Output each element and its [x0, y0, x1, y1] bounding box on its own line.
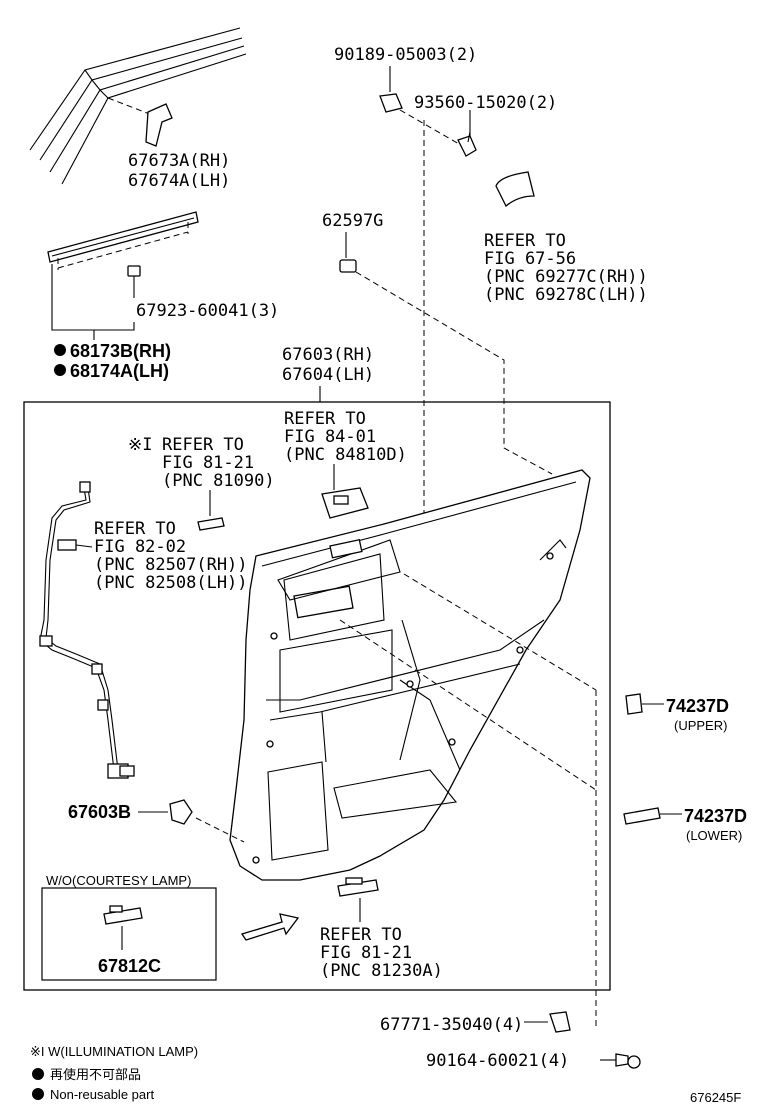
label-refer-82-2: FIG 82-02	[94, 537, 186, 557]
label-refer-67-1: REFER TO	[484, 231, 566, 251]
cover-67812c	[103, 905, 143, 925]
label-weather-rh: 68173B(RH)	[70, 341, 171, 361]
courtesy-lamp	[337, 877, 379, 897]
label-clip-67603b: 67603B	[68, 802, 131, 822]
legend-dot-icon	[32, 1088, 44, 1100]
label-clip-62597: 62597G	[322, 211, 383, 231]
label-cover-67812c: 67812C	[98, 956, 161, 976]
label-refer-84-1: REFER TO	[284, 409, 366, 429]
clip-74237d-upper	[625, 693, 643, 715]
label-handle-lh: 67674A(LH)	[128, 171, 230, 191]
label-clip-74237d-upper: 74237D	[666, 696, 729, 716]
screw-90164	[615, 1053, 641, 1069]
door-frame-corner	[29, 27, 247, 185]
figure-id: 676245F	[690, 1090, 741, 1105]
label-clip-67771: 67771-35040(4)	[380, 1015, 523, 1035]
label-refer-8121b-3: (PNC 81230A)	[320, 961, 443, 981]
label-clip-74237d-lower: 74237D	[684, 806, 747, 826]
label-refer-8121b-2: FIG 81-21	[320, 943, 412, 963]
label-screw-90164: 90164-60021(4)	[426, 1051, 569, 1071]
label-refer-82-1: REFER TO	[94, 519, 176, 539]
wo-courtesy-box	[41, 887, 217, 981]
label-refer-8121a-2: FIG 81-21	[162, 453, 254, 473]
label-refer-82-4: (PNC 82508(LH))	[94, 573, 248, 593]
clip-62597	[339, 259, 357, 273]
legend-dot-jp: 再使用不可部品	[50, 1067, 141, 1082]
label-lower-caption: (LOWER)	[686, 828, 742, 843]
label-panel-rh: 67603(RH)	[282, 345, 374, 365]
screw-93560	[457, 131, 477, 157]
label-refer-67-3: (PNC 69277C(RH))	[484, 267, 648, 287]
label-refer-8121b-1: REFER TO	[320, 925, 402, 945]
label-refer-84-3: (PNC 84810D)	[284, 445, 407, 465]
label-refer-84-2: FIG 84-01	[284, 427, 376, 447]
legend-illumination: ※I W(ILLUMINATION LAMP)	[30, 1044, 198, 1059]
label-screw-93560: 93560-15020(2)	[414, 93, 557, 113]
legend-dot-en: Non-reusable part	[50, 1087, 154, 1102]
non-reusable-dot	[54, 344, 66, 356]
front-arrow-icon	[240, 913, 300, 941]
handle-67673a	[145, 103, 173, 147]
label-panel-lh: 67604(LH)	[282, 365, 374, 385]
belt-weatherstrip	[47, 211, 199, 270]
panel-assembly-frame	[23, 401, 611, 991]
label-wo-courtesy: W/O(COURTESY LAMP)	[46, 873, 191, 888]
door-trim-panel	[229, 469, 591, 881]
armrest-cover	[495, 171, 535, 208]
legend-dot-icon	[32, 1068, 44, 1080]
label-refer-8121a-mark: ※I	[128, 435, 152, 455]
clip-74237d-lower	[623, 807, 661, 825]
label-clip-90189: 90189-05003(2)	[334, 45, 477, 65]
label-refer-8121a-3: (PNC 81090)	[162, 471, 275, 491]
label-refer-82-3: (PNC 82507(RH))	[94, 555, 248, 575]
label-refer-8121a-1: REFER TO	[162, 435, 244, 455]
illumination-lamp	[197, 517, 225, 531]
label-refer-67-4: (PNC 69278C(LH))	[484, 285, 648, 305]
window-switch	[321, 487, 369, 519]
clip-67923	[127, 265, 141, 277]
clip-67603b	[169, 799, 193, 825]
label-refer-67-2: FIG 67-56	[484, 249, 576, 269]
wire-harness	[39, 481, 135, 779]
non-reusable-dot	[54, 364, 66, 376]
label-upper-caption: (UPPER)	[674, 718, 727, 733]
clip-67771	[549, 1011, 571, 1033]
label-weather-lh: 68174A(LH)	[70, 361, 169, 381]
clip-90189	[379, 93, 403, 113]
label-handle-rh: 67673A(RH)	[128, 151, 230, 171]
label-clip-67923: 67923-60041(3)	[136, 301, 279, 321]
